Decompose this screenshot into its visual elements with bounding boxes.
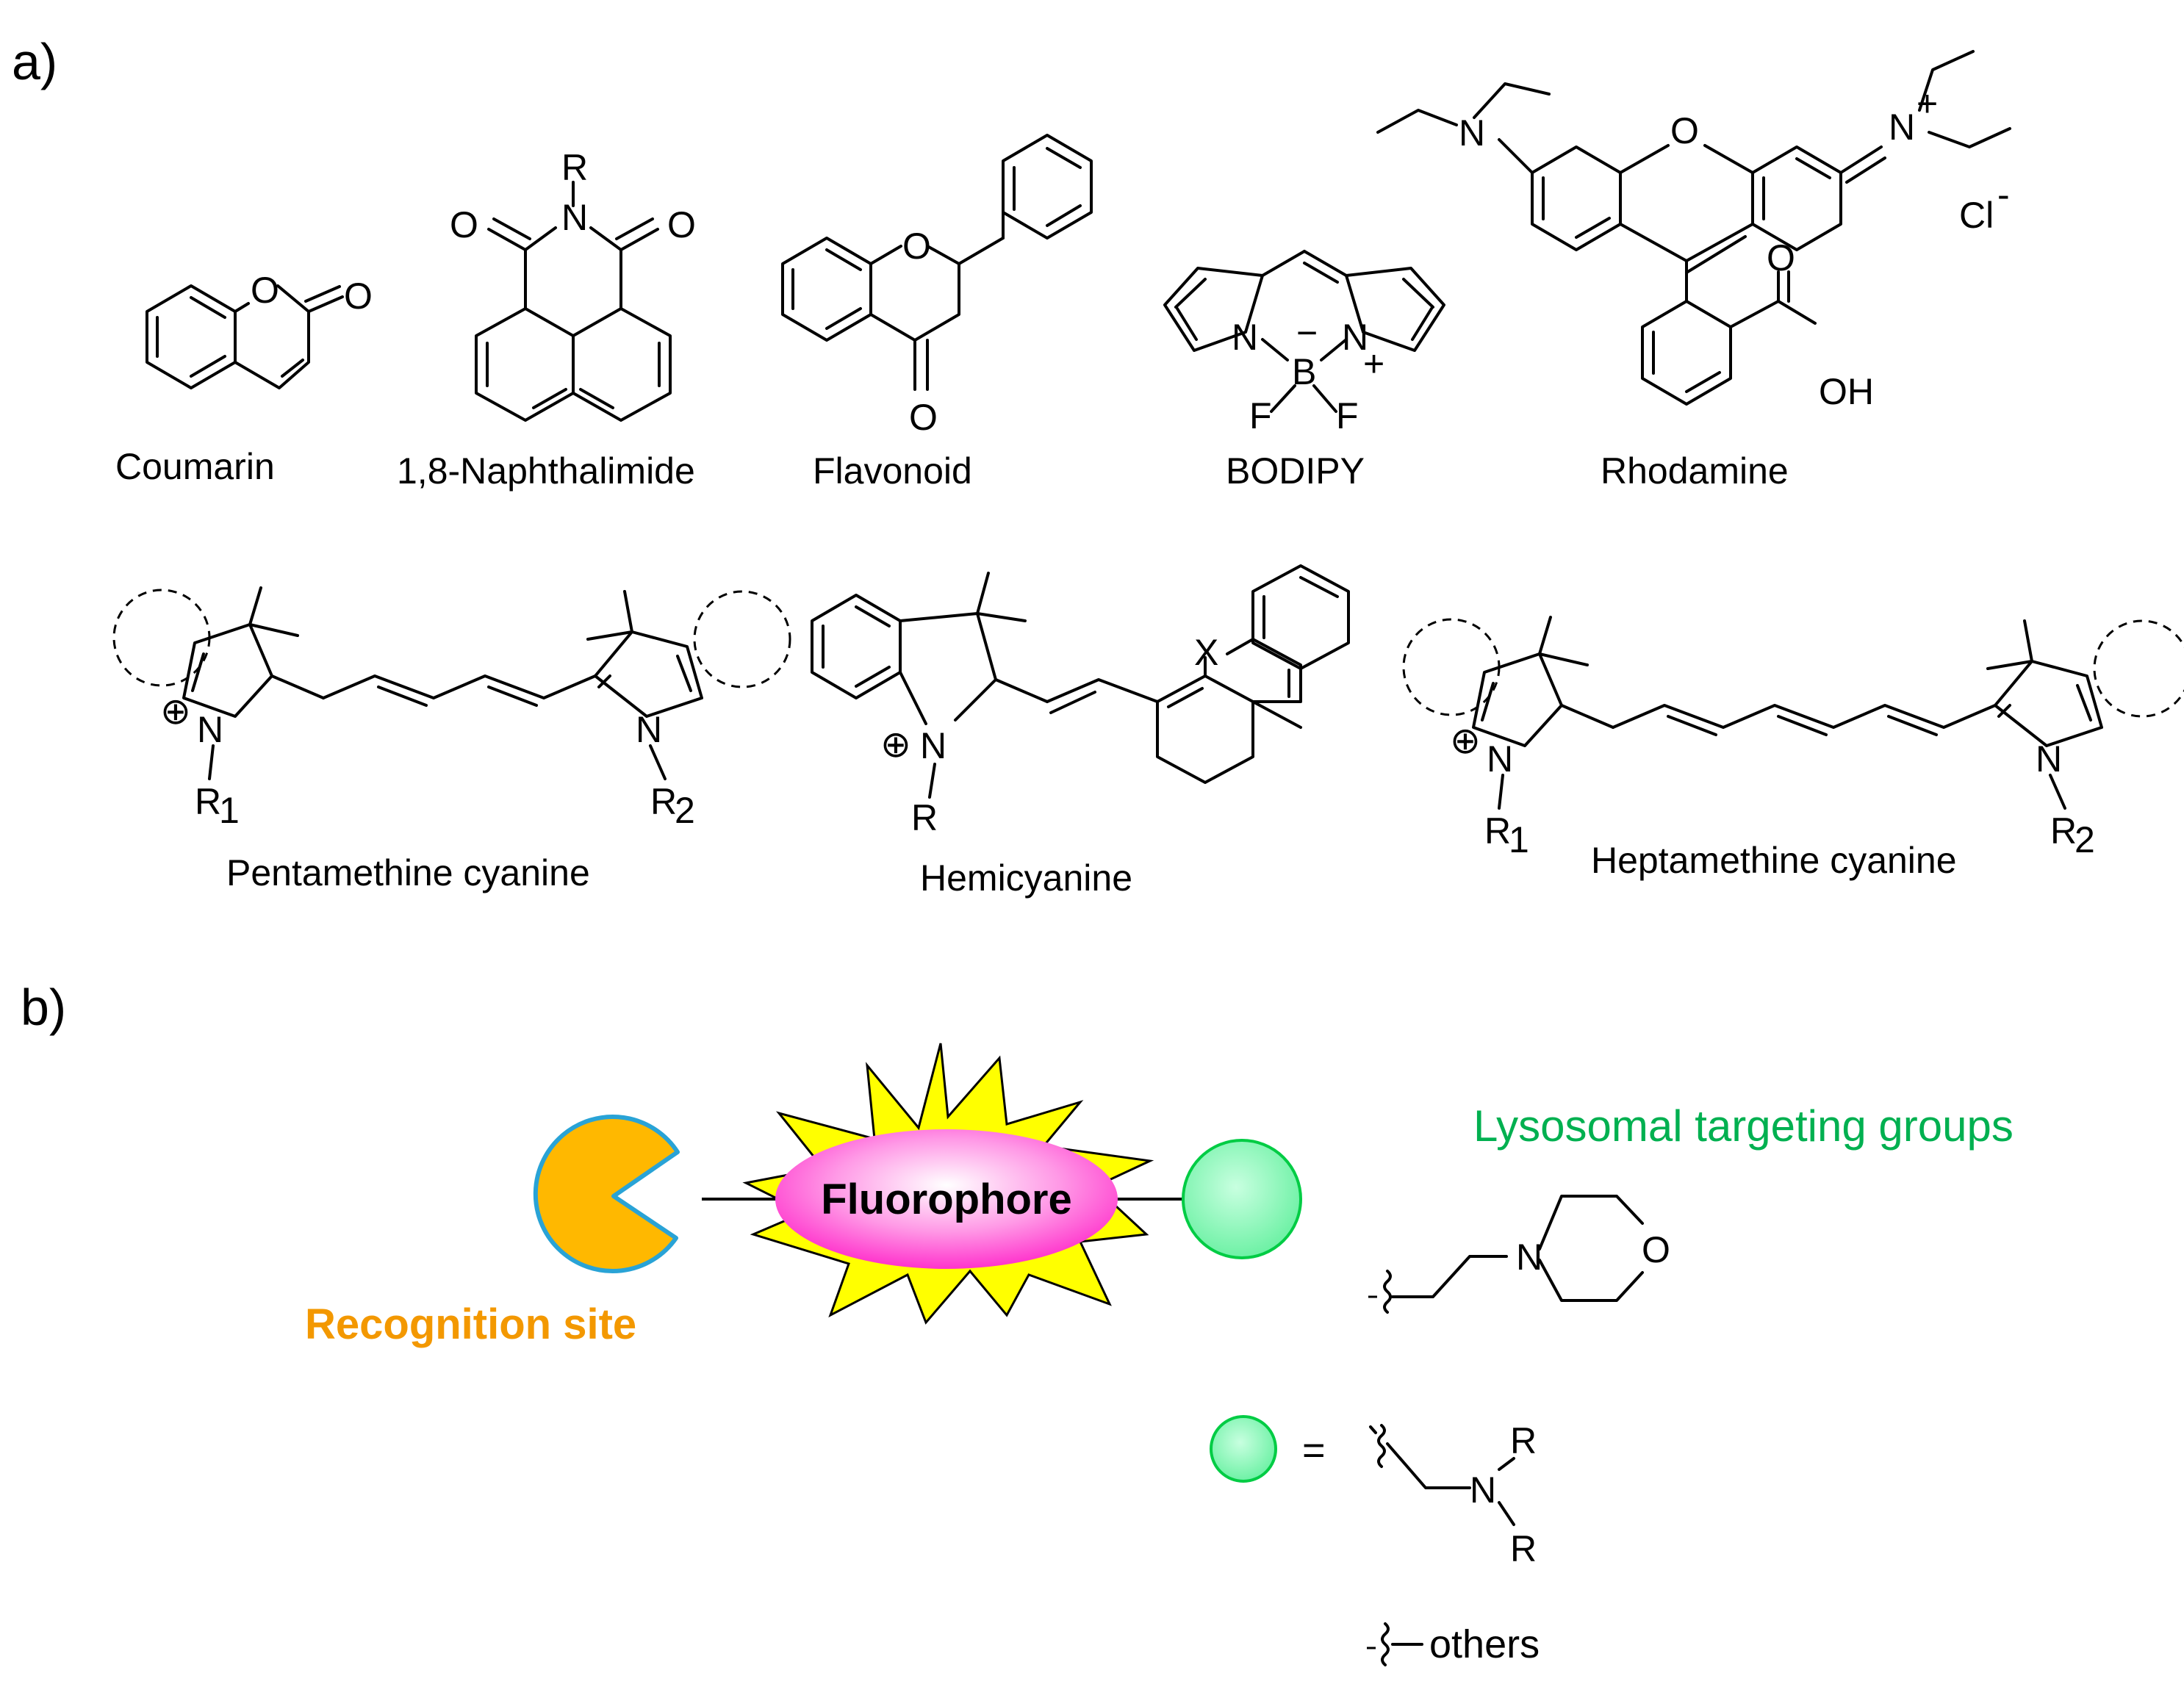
hemicyanine-n: N bbox=[920, 725, 946, 766]
pentamethine-r2: R bbox=[650, 781, 677, 822]
naphthalimide-o-right: O bbox=[667, 204, 696, 245]
others-label: others bbox=[1429, 1622, 1540, 1666]
rhodamine-structure: O N N + Cl - O OH bbox=[1376, 50, 2011, 412]
bodipy-label: BODIPY bbox=[1226, 450, 1365, 492]
flavonoid-carbonyl-o: O bbox=[909, 397, 938, 438]
pentamethine-n-right: N bbox=[636, 709, 662, 750]
heptamethine-structure: N ⊕ R 1 N R 2 bbox=[1402, 616, 2184, 860]
rhodamine-n-right: N bbox=[1889, 107, 1915, 148]
heptamethine-r2: R bbox=[2050, 810, 2077, 852]
morpholine-o: O bbox=[1642, 1229, 1670, 1270]
naphthalimide-label: 1,8-Naphthalimide bbox=[397, 450, 695, 492]
hemicyanine-structure: X N ⊕ R bbox=[811, 564, 1350, 838]
recognition-site-shape bbox=[533, 1115, 680, 1274]
targeting-group-circle bbox=[1182, 1139, 1302, 1259]
targeting-legend-circle bbox=[1210, 1415, 1277, 1483]
bodipy-b: B bbox=[1292, 351, 1316, 392]
pentamethine-r2-sub: 2 bbox=[675, 790, 695, 831]
amine-n: N bbox=[1470, 1469, 1496, 1511]
hemicyanine-label: Hemicyanine bbox=[920, 857, 1132, 899]
hemicyanine-x: X bbox=[1194, 632, 1218, 673]
rhodamine-ring-o: O bbox=[1670, 110, 1699, 151]
coumarin-structure: O O bbox=[146, 270, 373, 389]
naphthalimide-r: R bbox=[561, 147, 588, 188]
equals-sign: = bbox=[1302, 1428, 1326, 1472]
heptamethine-n-right: N bbox=[2036, 738, 2062, 780]
flavonoid-label: Flavonoid bbox=[813, 450, 972, 492]
amine-r-top: R bbox=[1510, 1420, 1537, 1461]
rhodamine-label: Rhodamine bbox=[1601, 450, 1789, 492]
flavonoid-ring-o: O bbox=[902, 226, 931, 267]
fluorophore-label: Fluorophore bbox=[821, 1176, 1072, 1223]
pentamethine-structure: N ⊕ R 1 N R 2 bbox=[112, 586, 791, 831]
amine-group: N R R bbox=[1369, 1420, 1537, 1569]
panel-b-label: b) bbox=[21, 979, 66, 1036]
heptamethine-r1: R bbox=[1484, 810, 1511, 852]
pentamethine-oplus: ⊕ bbox=[160, 691, 191, 732]
hemicyanine-oplus: ⊕ bbox=[880, 724, 911, 765]
coumarin-ring-o: O bbox=[251, 270, 279, 311]
rhodamine-oh: OH bbox=[1819, 371, 1874, 412]
naphthalimide-n: N bbox=[561, 197, 588, 238]
rhodamine-n-left: N bbox=[1459, 112, 1485, 154]
bodipy-f-right: F bbox=[1336, 395, 1359, 436]
rhodamine-carbonyl-o: O bbox=[1767, 237, 1795, 278]
bodipy-minus: − bbox=[1296, 312, 1318, 353]
coumarin-carbonyl-o: O bbox=[344, 276, 373, 317]
pentamethine-r1-sub: 1 bbox=[219, 790, 240, 831]
naphthalimide-structure: R N O O bbox=[450, 147, 696, 422]
pentamethine-label: Pentamethine cyanine bbox=[226, 852, 590, 893]
bodipy-f-left: F bbox=[1249, 395, 1272, 436]
bodipy-plus: + bbox=[1363, 343, 1384, 384]
morpholine-n: N bbox=[1516, 1237, 1542, 1278]
flavonoid-structure: O O bbox=[781, 134, 1093, 438]
panel-a-label: a) bbox=[12, 33, 57, 90]
bodipy-n-right: N bbox=[1342, 317, 1368, 358]
rhodamine-cl-charge: - bbox=[1997, 174, 2010, 215]
others-group: others bbox=[1367, 1622, 1540, 1666]
pentamethine-r1: R bbox=[195, 781, 221, 822]
fluorophore-ellipse bbox=[775, 1129, 1118, 1269]
heptamethine-r2-sub: 2 bbox=[2075, 819, 2095, 860]
rhodamine-cl: Cl bbox=[1959, 195, 1994, 236]
coumarin-label: Coumarin bbox=[115, 446, 275, 487]
naphthalimide-o-left: O bbox=[450, 204, 478, 245]
morpholine-group: N O bbox=[1368, 1195, 1670, 1314]
pentamethine-n-left: N bbox=[197, 709, 223, 750]
bodipy-structure: N N B F F − + bbox=[1163, 250, 1445, 436]
heptamethine-r1-sub: 1 bbox=[1509, 819, 1529, 860]
heptamethine-oplus: ⊕ bbox=[1450, 720, 1481, 761]
rhodamine-n-plus: + bbox=[1917, 83, 1938, 124]
heptamethine-n-left: N bbox=[1487, 738, 1513, 780]
targeting-title: Lysosomal targeting groups bbox=[1473, 1101, 2014, 1151]
bodipy-n-left: N bbox=[1232, 317, 1258, 358]
recognition-site-label: Recognition site bbox=[305, 1300, 636, 1348]
hemicyanine-r: R bbox=[911, 797, 938, 838]
amine-r-bottom: R bbox=[1510, 1528, 1537, 1569]
heptamethine-label: Heptamethine cyanine bbox=[1591, 840, 1957, 881]
